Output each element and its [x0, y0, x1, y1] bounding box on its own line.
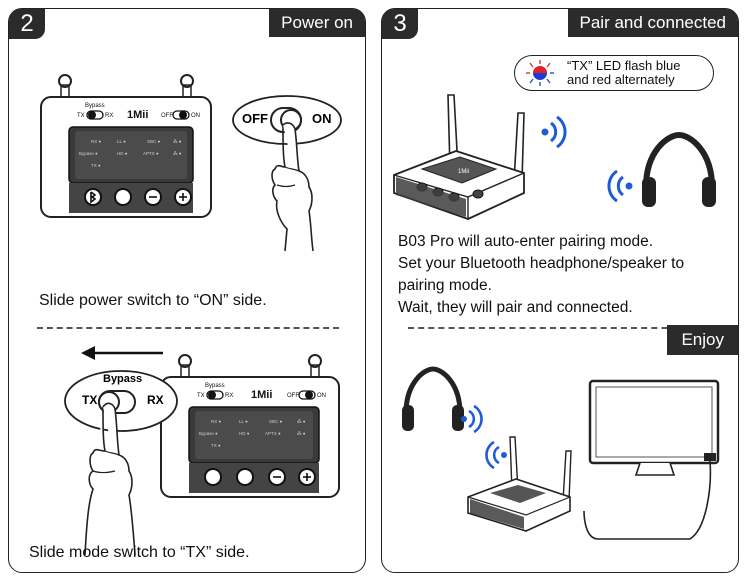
rx-label: RX	[147, 393, 164, 407]
instruction-line: pairing mode.	[398, 277, 492, 294]
svg-text:TX ●: TX ●	[211, 443, 221, 448]
svg-text:Bypass: Bypass	[85, 103, 105, 109]
led-flash-icon	[526, 60, 554, 86]
svg-text:TX ●: TX ●	[91, 163, 101, 168]
svg-text:TX: TX	[77, 113, 85, 119]
bluetooth-signal-icon	[541, 115, 567, 149]
svg-text:⁂ ●: ⁂ ●	[173, 139, 182, 144]
transmitter-with-antennas-illustration	[467, 436, 572, 532]
section-divider	[408, 327, 708, 329]
svg-text:RX ●: RX ●	[211, 419, 222, 424]
tx-label: TX	[82, 393, 98, 407]
transmitter-with-antennas-illustration: 1Mii	[393, 94, 525, 220]
svg-text:SBC ●: SBC ●	[269, 419, 283, 424]
off-label: OFF	[242, 111, 268, 126]
step-3-panel: 3 Pair and connected “TX” LED flash blue…	[381, 8, 739, 573]
svg-text:APTX ●: APTX ●	[265, 431, 281, 436]
svg-text:1Mii: 1Mii	[127, 109, 148, 121]
svg-text:ON: ON	[317, 393, 326, 399]
step-title: Pair and connected	[567, 9, 738, 37]
bluetooth-signal-icon	[461, 404, 483, 434]
power-caption: Slide power switch to “ON” side.	[39, 292, 267, 309]
svg-text:HD ●: HD ●	[117, 151, 128, 156]
svg-text:APTX ●: APTX ●	[143, 151, 159, 156]
transmitter-device-illustration: RX ● LL ● SBC ● ⁂ ● Bypass ● HD ● APTX ● ⁂ ● T…	[40, 74, 212, 218]
step-title: Power on	[269, 9, 365, 37]
svg-text:RX ●: RX ●	[91, 139, 102, 144]
led-note-line1: “TX” LED flash blue	[567, 58, 681, 73]
instruction-line: Wait, they will pair and connected.	[398, 299, 633, 316]
bypass-label: Bypass	[103, 373, 143, 385]
svg-text:Bypass: Bypass	[205, 383, 225, 389]
svg-text:OFF: OFF	[161, 113, 173, 119]
svg-text:RX: RX	[105, 113, 113, 119]
instruction-line: B03 Pro will auto-enter pairing mode.	[398, 233, 654, 250]
svg-text:Bypass ●: Bypass ●	[199, 431, 218, 436]
section-divider	[37, 327, 339, 329]
arrow-left-icon	[81, 346, 163, 360]
instruction-text: B03 Pro will auto-enter pairing mode. Se…	[398, 231, 684, 319]
enjoy-label: Enjoy	[667, 325, 738, 355]
svg-text:⁂ ●: ⁂ ●	[297, 419, 306, 424]
svg-text:RX: RX	[225, 393, 233, 399]
headphones-icon	[642, 131, 716, 207]
step-number: 2	[9, 9, 45, 39]
svg-text:TX: TX	[197, 393, 205, 399]
bluetooth-signal-icon	[607, 169, 633, 203]
step-number: 3	[382, 9, 418, 39]
device-brand: 1Mii	[458, 169, 469, 175]
svg-text:1Mii: 1Mii	[251, 389, 272, 401]
instruction-line: Set your Bluetooth headphone/speaker to	[398, 255, 685, 272]
led-note-line2: and red alternately	[567, 72, 675, 87]
tv-monitor-illustration	[583, 379, 720, 540]
svg-text:HD ●: HD ●	[239, 431, 250, 436]
svg-text:LL ●: LL ●	[239, 419, 248, 424]
svg-text:ON: ON	[191, 113, 200, 119]
svg-text:⁂ ●: ⁂ ●	[173, 151, 182, 156]
step-2-panel: 2 Power on RX ● LL ● SBC ● ⁂ ● Bypass ● HD ●…	[8, 8, 366, 573]
svg-text:LL ●: LL ●	[117, 139, 126, 144]
led-note-badge: “TX” LED flash blue and red alternately	[514, 55, 714, 91]
svg-text:Bypass ●: Bypass ●	[79, 151, 98, 156]
led-note-text: “TX” LED flash blue and red alternately	[567, 59, 680, 87]
mode-caption: Slide mode switch to “TX” side.	[29, 544, 250, 561]
svg-text:OFF: OFF	[287, 393, 299, 399]
transmitter-device-illustration-2: RX ● LL ● SBC ● ⁂ ● Bypass ● HD ● APTX ● ⁂ ● T…	[160, 354, 340, 498]
svg-text:⁂ ●: ⁂ ●	[297, 431, 306, 436]
bluetooth-signal-icon	[485, 440, 507, 470]
headphones-icon	[402, 366, 464, 431]
svg-text:SBC ●: SBC ●	[147, 139, 161, 144]
on-label: ON	[312, 111, 332, 126]
